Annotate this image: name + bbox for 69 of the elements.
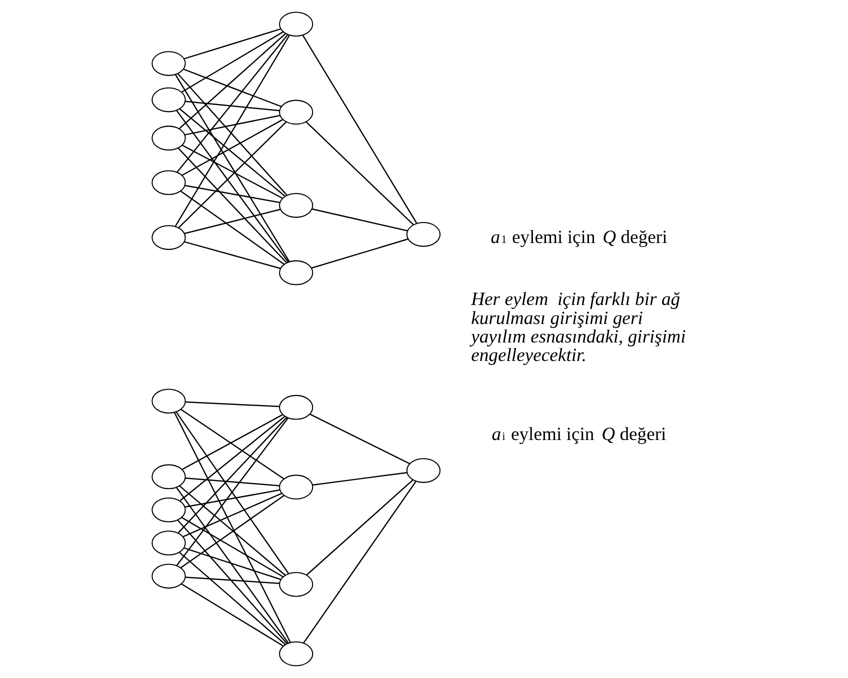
connector — [311, 238, 408, 269]
node-ellipse — [151, 51, 186, 76]
label: Her eylem için farklı bir ağ kurulması girişimi geri yayılım esnasındaki, girişimi engelleyecektir. — [470, 289, 686, 366]
connector — [178, 108, 285, 197]
connector — [184, 100, 279, 112]
connector — [184, 28, 280, 60]
connector — [181, 31, 284, 92]
node-ellipse — [406, 458, 440, 483]
connector — [180, 408, 284, 480]
node-ellipse — [278, 474, 313, 500]
connector — [180, 494, 284, 568]
connector — [176, 520, 287, 644]
connector — [184, 576, 279, 584]
node-ellipse — [151, 126, 186, 151]
node-ellipse — [151, 170, 186, 196]
connector — [312, 472, 407, 486]
connector — [176, 34, 288, 173]
node-ellipse — [406, 222, 440, 247]
connector — [175, 487, 288, 644]
connector — [175, 110, 288, 262]
node-ellipse — [278, 394, 313, 420]
connector — [184, 184, 280, 204]
connector — [178, 122, 286, 228]
node-ellipse — [151, 87, 186, 112]
connector — [184, 477, 279, 486]
node-ellipse — [151, 225, 186, 250]
connector — [306, 480, 413, 576]
node-ellipse — [151, 564, 186, 589]
connector — [180, 190, 284, 265]
node-ellipse — [278, 100, 313, 125]
connector — [302, 34, 417, 224]
connector — [183, 547, 280, 580]
connector — [179, 416, 285, 502]
connector — [183, 68, 282, 108]
connector — [177, 416, 287, 534]
node-ellipse — [151, 388, 186, 414]
connector — [180, 583, 283, 646]
connector — [184, 401, 279, 408]
node-ellipse — [278, 12, 313, 37]
node-ellipse — [151, 464, 186, 490]
node-ellipse — [278, 260, 313, 286]
connector — [174, 34, 290, 227]
connector — [178, 552, 286, 645]
connector — [182, 144, 282, 199]
connector — [184, 489, 280, 508]
connector — [182, 414, 282, 470]
node-ellipse — [151, 497, 186, 522]
connector — [177, 148, 287, 264]
connector — [174, 74, 290, 262]
connector — [305, 121, 414, 226]
node-label: ai eylemi için Q değeri — [491, 424, 666, 445]
node-ellipse — [151, 530, 186, 556]
node-label: a1 eylemi için Q değeri — [490, 227, 667, 248]
connector — [178, 485, 286, 576]
connector — [184, 241, 280, 269]
connector — [178, 33, 286, 130]
connector — [302, 481, 416, 644]
connector — [311, 208, 408, 232]
connector — [173, 412, 290, 643]
connector — [181, 517, 283, 578]
node-ellipse — [278, 572, 313, 597]
connector — [176, 73, 287, 196]
connector — [181, 119, 283, 176]
node-ellipse — [278, 641, 313, 666]
connector — [182, 492, 282, 538]
connector — [184, 208, 280, 234]
connector — [184, 114, 280, 136]
connector — [309, 414, 410, 464]
node-ellipse — [278, 192, 313, 218]
